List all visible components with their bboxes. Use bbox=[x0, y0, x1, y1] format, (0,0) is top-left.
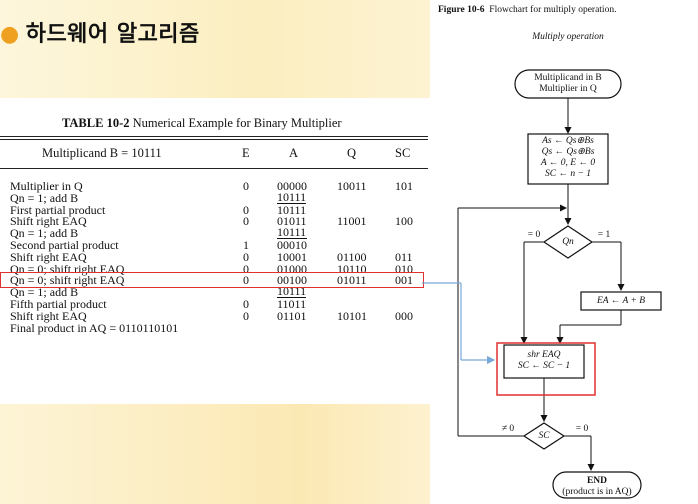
table-cell-sc: 101 bbox=[395, 179, 413, 193]
table-cell-e: 0 bbox=[243, 297, 249, 311]
add-box-text: EA ← A + B bbox=[596, 296, 646, 306]
table-row-label: Shift right EAQ bbox=[10, 214, 87, 229]
figure-caption: Figure 10-6 Flowchart for multiply opera… bbox=[438, 5, 616, 15]
table-cell-e: 0 bbox=[243, 249, 249, 264]
top-background-band bbox=[0, 0, 430, 98]
table-cell-sc: 011 bbox=[395, 249, 413, 264]
table-cell-sc: 001 bbox=[395, 273, 413, 288]
table-row-label: First partial product bbox=[10, 202, 106, 217]
table-row-label: Second partial product bbox=[10, 238, 119, 252]
table-cell-e: 0 bbox=[243, 308, 249, 323]
highlight-shift-box bbox=[496, 342, 596, 396]
table-cell-e: 0 bbox=[243, 214, 249, 229]
table-cell-a: 00100 bbox=[277, 273, 307, 288]
decision-qn bbox=[542, 225, 594, 259]
decision-qn-label: Qn bbox=[562, 237, 574, 247]
table-cell-e: 0 bbox=[243, 202, 249, 217]
table-cell-a: 10111 bbox=[277, 189, 307, 204]
decision-sc bbox=[522, 422, 566, 450]
table-row-label: Qn = 1; add B bbox=[10, 285, 79, 300]
header-sc: SC bbox=[395, 146, 411, 160]
table-cell-e: 0 bbox=[243, 179, 249, 193]
table-header-rule bbox=[0, 168, 428, 169]
header-q: Q bbox=[347, 146, 357, 160]
table-cell-e: 0 bbox=[243, 273, 249, 288]
table-cell-a: 01011 bbox=[277, 214, 307, 229]
table-cell-e: 1 bbox=[243, 238, 249, 252]
table-cell-a: 10111 bbox=[277, 284, 307, 299]
table-cell-sc: 100 bbox=[395, 214, 413, 229]
decision-sc-label: SC bbox=[538, 431, 550, 441]
table-cell-a: 01101 bbox=[277, 308, 307, 323]
table-cell-e: 0 bbox=[243, 261, 249, 276]
table-cell-a: 11011 bbox=[277, 297, 307, 311]
table-cell-q: 10101 bbox=[337, 308, 367, 323]
branch-one-label: = 1 bbox=[597, 230, 611, 240]
bullet-icon: ● bbox=[0, 22, 20, 47]
header-a: A bbox=[289, 146, 299, 160]
table-cell-a: 00000 bbox=[277, 179, 307, 193]
table-cell-q: 01011 bbox=[337, 273, 367, 288]
table-cell-q: 11001 bbox=[337, 214, 367, 229]
table-cell-sc: 000 bbox=[395, 308, 413, 323]
table-caption-label: TABLE 10-2 bbox=[62, 116, 130, 130]
table-top-rule-2 bbox=[0, 139, 428, 140]
branch-equal-zero-label: = 0 bbox=[575, 424, 589, 434]
table-top-rule bbox=[0, 136, 428, 137]
end-box bbox=[552, 471, 642, 499]
table-row-label: Final product in AQ = 0110110101 bbox=[10, 320, 179, 335]
table-row-label: Qn = 0; shift right EAQ bbox=[10, 273, 125, 288]
table-row-label: Qn = 1; add B bbox=[10, 226, 79, 241]
figure-caption-label: Figure 10-6 bbox=[438, 5, 485, 15]
table-cell-q: 01100 bbox=[337, 249, 367, 264]
table-row-label: Shift right EAQ bbox=[10, 308, 87, 323]
figure-caption-text: Flowchart for multiply operation. bbox=[489, 5, 617, 15]
table-row-label: Multiplier in Q bbox=[10, 179, 83, 193]
branch-zero-label: = 0 bbox=[527, 230, 541, 240]
table-caption: TABLE 10-2 Numerical Example for Binary … bbox=[62, 116, 342, 131]
table-row-label: Shift right EAQ bbox=[10, 249, 87, 264]
bottom-background-band bbox=[0, 404, 430, 504]
branch-not-zero-label: ≠ 0 bbox=[501, 424, 515, 434]
end-box-text: END(product is in AQ) bbox=[562, 476, 632, 497]
slide-title: ●하드웨어 알고리즘 bbox=[0, 16, 200, 48]
slide-title-text: 하드웨어 알고리즘 bbox=[25, 22, 200, 47]
header-multiplicand: Multiplicand B = 10111 bbox=[42, 146, 162, 160]
highlight-table-row bbox=[0, 272, 424, 288]
table-caption-text: Numerical Example for Binary Multiplier bbox=[132, 116, 342, 130]
table-cell-a: 10001 bbox=[277, 249, 307, 264]
table-cell-q: 10011 bbox=[337, 179, 367, 193]
table-cell-a: 00010 bbox=[277, 238, 307, 252]
operation-title: Multiply operation bbox=[532, 32, 604, 42]
table-row-label: Fifth partial product bbox=[10, 297, 107, 311]
table-cell-a: 10111 bbox=[277, 202, 307, 217]
header-e: E bbox=[242, 146, 250, 160]
table-row-label: Qn = 1; add B bbox=[10, 190, 79, 205]
